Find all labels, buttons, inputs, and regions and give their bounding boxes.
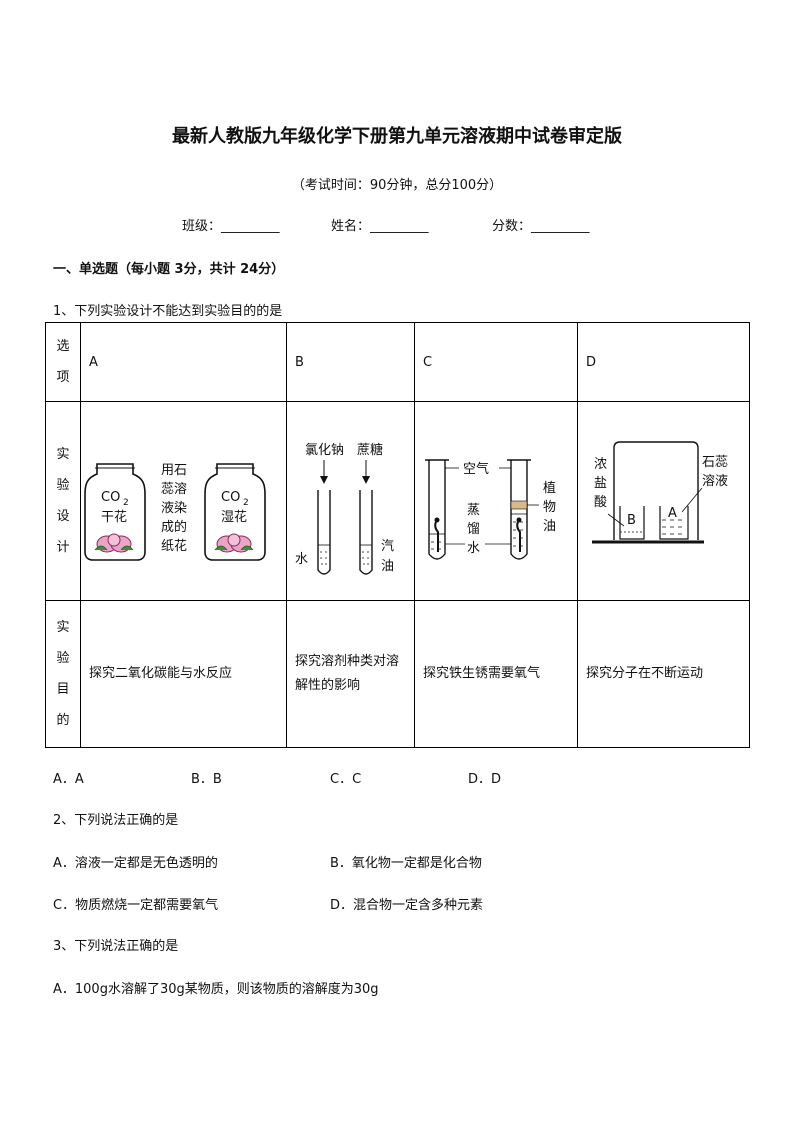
test-tube-air-icon [425,459,449,560]
purpose-c: 探究铁生锈需要氧气 [414,600,578,748]
row-header-purpose: 实验 目的 [45,600,81,748]
column-header-c: C [414,322,578,402]
litmus-solution-label-1: 石蕊 [702,455,728,470]
purpose-b: 探究溶剂种类对溶解性的影响 [286,600,415,748]
air-label: 空气 [463,461,489,477]
beaker-a-icon [659,506,689,540]
class-field-label: 班级：_________ [182,219,280,234]
section-heading: 一、单选题（每小题 3分，共计 24分） [53,262,285,277]
q2-choice-d[interactable]: D．混合物一定含多种元素 [330,898,484,913]
vegetable-oil-label-2: 物 [543,500,556,515]
q1-choice-b[interactable]: B．B [191,772,222,787]
score-field-label: 分数：_________ [492,219,590,234]
table-row-purpose: 实验 目的 探究二氧化碳能与水反应 探究溶剂种类对溶解性的影响 探究铁生锈需要氧… [45,600,750,748]
exam-info: （考试时间：90分钟，总分100分） [291,178,503,193]
name-field-label: 姓名：_________ [331,219,429,234]
q1-choice-d[interactable]: D．D [468,772,502,787]
wet-flower-label: 湿花 [221,509,247,525]
litmus-note-line-1: 用石 [161,463,187,478]
diagram-solvent-tubes: 氯化钠 蔗糖 [295,442,394,575]
litmus-note-line-5: 纸花 [161,538,187,554]
distilled-water-label-1: 蒸 [467,503,480,518]
design-cell-b: 氯化钠 蔗糖 [286,401,415,601]
q2-choice-c[interactable]: C．物质燃烧一定都需要氧气 [53,898,219,913]
column-header-d: D [577,322,750,402]
purpose-d: 探究分子在不断运动 [577,600,750,748]
vegetable-oil-label-3: 油 [543,519,556,534]
purpose-a: 探究二氧化碳能与水反应 [80,600,287,748]
hcl-label-3: 酸 [594,495,607,510]
test-tube-oil-icon [507,459,531,560]
litmus-note-line-4: 成的 [161,519,187,535]
dry-flower-label: 干花 [101,509,127,525]
litmus-note-line-2: 蕊溶 [161,482,187,497]
question-3-stem: 3、下列说法正确的是 [53,939,179,954]
question-1-stem: 1、下列实验设计不能达到实验目的的是 [53,304,283,319]
water-label: 水 [295,552,308,567]
design-cell-c: 空气 蒸 馏 水 植 物 油 [414,401,578,601]
gasoline-label-2: 油 [381,559,394,574]
distilled-water-label-2: 馏 [467,522,480,537]
hcl-label-2: 盐 [594,476,607,491]
row-header-design: 实验 设计 [45,401,81,601]
diagram-ammonia-beakers: B A 浓 盐 酸 石蕊 溶液 [592,441,728,544]
bell-jar-icon [613,441,699,540]
gasoline-label-1: 汽 [381,539,394,554]
q1-choice-a[interactable]: A．A [53,772,84,787]
q3-choice-a[interactable]: A．100g水溶解了30g某物质，则该物质的溶解度为30g [53,982,379,997]
co2-subscript-1: 2 [123,498,129,508]
question-1-table: 选项 A B C D 实验 设计 CO 2 干花 [45,322,750,748]
q1-choice-c[interactable]: C．C [330,772,362,787]
arrow-down-icon [320,460,328,484]
hcl-label-1: 浓 [594,457,607,472]
diagram-co2-flowers: CO 2 干花 CO 2 湿花 用石 蕊溶 液染 成的 纸花 [84,463,266,561]
salt-label: 氯化钠 [305,443,344,458]
litmus-solution-label-2: 溶液 [702,474,728,489]
column-header-b: B [286,322,415,402]
design-cell-a: CO 2 干花 CO 2 湿花 用石 蕊溶 液染 成的 纸花 [80,401,287,601]
test-tube-water-icon [317,490,331,575]
co2-label-1: CO [101,490,120,505]
diagram-iron-rust-tubes: 空气 蒸 馏 水 植 物 油 [425,459,556,560]
arrow-down-icon [362,460,370,484]
distilled-water-label-3: 水 [467,541,480,556]
table-row-options: 选项 A B C D [45,322,750,402]
question-2-stem: 2、下列说法正确的是 [53,813,179,828]
test-tube-gasoline-icon [359,490,373,575]
beaker-b-label: B [627,513,636,528]
q2-choice-a[interactable]: A．溶液一定都是无色透明的 [53,856,218,871]
beaker-a-label: A [668,506,677,521]
table-row-design: 实验 设计 CO 2 干花 [45,401,750,601]
sugar-label: 蔗糖 [357,442,383,458]
jar-dry-flower-icon [84,463,146,561]
column-header-a: A [80,322,287,402]
q2-choice-b[interactable]: B．氧化物一定都是化合物 [330,856,482,871]
row-header-option: 选项 [45,322,81,402]
co2-label-2: CO [221,490,240,505]
jar-wet-flower-icon [204,463,266,561]
litmus-note-line-3: 液染 [161,501,187,516]
design-cell-d: B A 浓 盐 酸 石蕊 溶液 [577,401,750,601]
page-title: 最新人教版九年级化学下册第九单元溶液期中试卷审定版 [172,126,622,147]
co2-subscript-2: 2 [243,498,249,508]
vegetable-oil-label-1: 植 [543,481,556,496]
